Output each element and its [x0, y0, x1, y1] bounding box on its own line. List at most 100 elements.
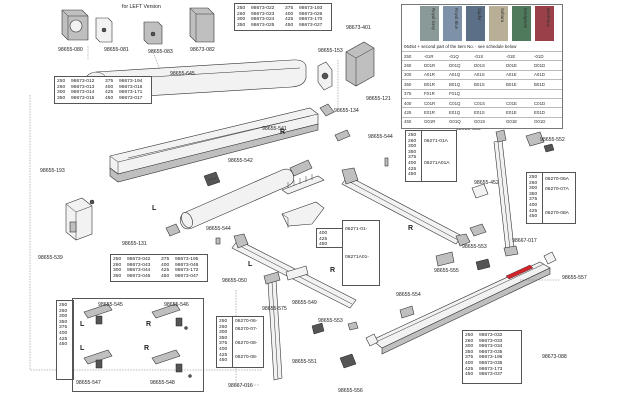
size-box-brackets: 250 260 300 350 375 400 425 450 — [56, 300, 74, 380]
bracket-set-frame — [72, 298, 204, 392]
fabric-code-cell: B01R — [424, 81, 435, 87]
fabric-size-cell: 400 — [404, 100, 412, 106]
side-mark: R — [408, 225, 414, 232]
fabric-table-row: 350 B01R B01Q B01S B01E B01D — [402, 79, 562, 89]
bracket-553 — [469, 223, 487, 237]
fabric-size-cell: 375 — [404, 91, 412, 97]
size-box-arm-center: 400 425 450 — [316, 228, 344, 248]
leader-lines — [29, 46, 560, 386]
part-label: 98655-645 — [170, 71, 195, 77]
size-box-lower-arm-left-codes: 06270-06- 06270-07- 06270-08- 06270-08- — [232, 316, 264, 368]
fabric-code-cell: B01D — [534, 81, 545, 87]
part-label: 98655-548 — [150, 380, 175, 386]
rail-543 — [281, 174, 325, 228]
fabric-code-cell: E01E — [506, 109, 517, 115]
part-label: 98655-544 — [206, 226, 231, 232]
fabric-size-cell: 425 — [404, 109, 412, 115]
part-label: 98673-088 — [542, 354, 567, 360]
side-mark: L — [80, 345, 85, 352]
part-label: 98655-193 — [40, 168, 65, 174]
fabric-code-cell: D01S — [474, 62, 485, 68]
part-label: 98655-541 — [262, 126, 287, 132]
side-mark: R — [280, 129, 286, 136]
fabric-code-cell: A01E — [506, 72, 517, 78]
fabric-code-cell: A01R — [424, 72, 435, 78]
swatch-2: Saphir — [466, 6, 485, 41]
front-profile — [109, 107, 319, 183]
part-label: 98655-556 — [338, 388, 363, 394]
bracket-542 — [203, 171, 221, 187]
fabric-code-cell: G01E — [506, 119, 518, 125]
side-mark: L — [152, 205, 157, 212]
part-label: 98655-554 — [396, 292, 421, 298]
strut-right — [493, 129, 519, 257]
fabric-code-cell: E01D — [534, 109, 545, 115]
size-box-lower-arm-right: 250 260 300 350 375 400 425 450 — [526, 172, 544, 224]
part-label: 98673-082 — [190, 47, 215, 53]
part-label: 98655-452 — [474, 180, 499, 186]
part-label: 98655-552 — [540, 137, 565, 143]
part-label: 98655-549 — [292, 300, 317, 306]
end-cap-082 — [189, 7, 215, 43]
side-mark: L — [80, 321, 85, 328]
motor-unit — [317, 41, 375, 117]
size-box-arm-right: 250 260 300 350 375 400 425 450 — [405, 130, 423, 182]
fabric-table-note: 06454 + second part of the item No. - se… — [404, 44, 517, 49]
swatch-0: Royal Grey — [420, 6, 439, 41]
fabric-code-cell: -01D — [534, 53, 544, 59]
arm-right — [341, 167, 471, 247]
fabric-code-cell: E01S — [474, 109, 485, 115]
side-mark: R — [146, 321, 152, 328]
fabric-code-cell: C01D — [534, 100, 546, 106]
fabric-code-cell: C01E — [506, 100, 517, 106]
fabric-code-cell: C01R — [424, 100, 436, 106]
swatch-1: Royal Blue — [443, 6, 462, 41]
end-cap-080 — [61, 9, 89, 41]
end-cap-083 — [143, 21, 163, 45]
part-label: 98667-017 — [512, 238, 537, 244]
part-label: 98655-153 — [318, 48, 343, 54]
bracket-set — [83, 303, 192, 378]
fabric-code-cell: -01S — [474, 53, 484, 59]
roller-tube — [165, 129, 351, 237]
part-label: 98655-131 — [122, 241, 147, 247]
side-mark: R — [330, 267, 336, 274]
left-version-note: for LEFT Version — [122, 4, 161, 10]
fabric-size-cell: 260 — [404, 62, 412, 68]
fabric-code-cell: B01E — [506, 81, 517, 87]
fabric-code-cell: B01S — [474, 81, 485, 87]
fabric-code-cell: B01Q — [449, 81, 461, 87]
fabric-code-cell: G01S — [474, 119, 486, 125]
part-label: 98655-555 — [434, 268, 459, 274]
part-label: 98655-083 — [148, 49, 173, 55]
side-mark: R — [144, 345, 150, 352]
part-label: 98655-539 — [38, 255, 63, 261]
fabric-code-cell: A01D — [534, 72, 545, 78]
fabric-code-cell: A01S — [474, 72, 485, 78]
end-cap-081 — [95, 17, 113, 43]
lead-bar — [365, 251, 557, 355]
part-label: 98655-134 — [334, 108, 359, 114]
bracket-550 — [525, 131, 545, 147]
part-label: 98655-575 — [262, 306, 287, 312]
part-label: 98655-080 — [58, 47, 83, 53]
bracket-554 — [435, 251, 455, 267]
part-label: 98655-121 — [366, 96, 391, 102]
fabric-code-cell: D01R — [424, 62, 436, 68]
fabric-code-cell: F01R — [424, 91, 435, 97]
size-box-lower-arm-left: 250 260 300 350 375 400 425 450 — [216, 316, 234, 368]
part-label: 98655-050 — [456, 126, 481, 132]
end-cap-539 — [65, 197, 95, 241]
fabric-size-cell: 350 — [404, 81, 412, 87]
part-label: 98655-542 — [228, 158, 253, 164]
part-label: 98655-553 — [462, 244, 487, 250]
fabric-code-cell: E01R — [424, 109, 435, 115]
part-label: 98655-546 — [164, 302, 189, 308]
